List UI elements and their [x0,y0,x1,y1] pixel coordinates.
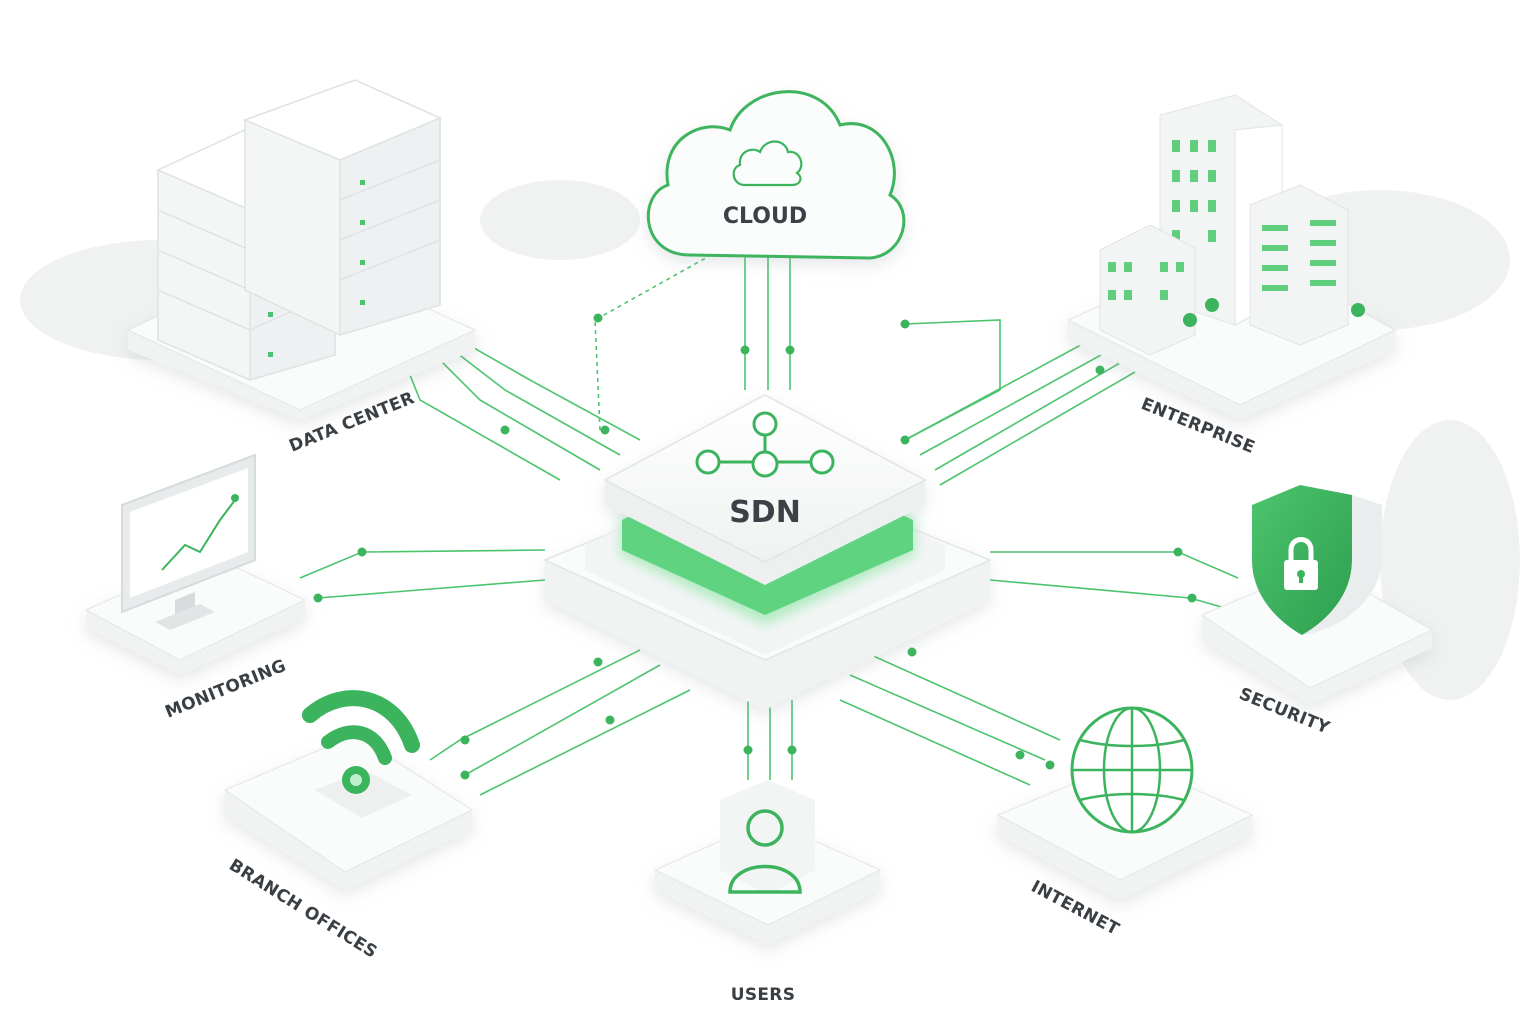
user-icon [720,780,815,895]
hub-network-icon [695,411,835,478]
cloud-icon [732,140,803,187]
server-rack-icon [156,79,442,382]
buildings-icon [1099,94,1365,356]
monitor-chart-icon [121,453,256,630]
branch-offices-node[interactable] [223,734,474,890]
wifi-icon [302,690,420,818]
hub-label: SDN [729,495,801,530]
users-label: USERS [731,985,796,1005]
connection-lines [299,249,1239,796]
cloud-node[interactable] [646,90,906,260]
sdn-hub[interactable] [543,394,992,710]
cloud-label: CLOUD [723,204,807,229]
globe-icon [1070,706,1194,834]
shield-lock-icon [1252,485,1382,635]
